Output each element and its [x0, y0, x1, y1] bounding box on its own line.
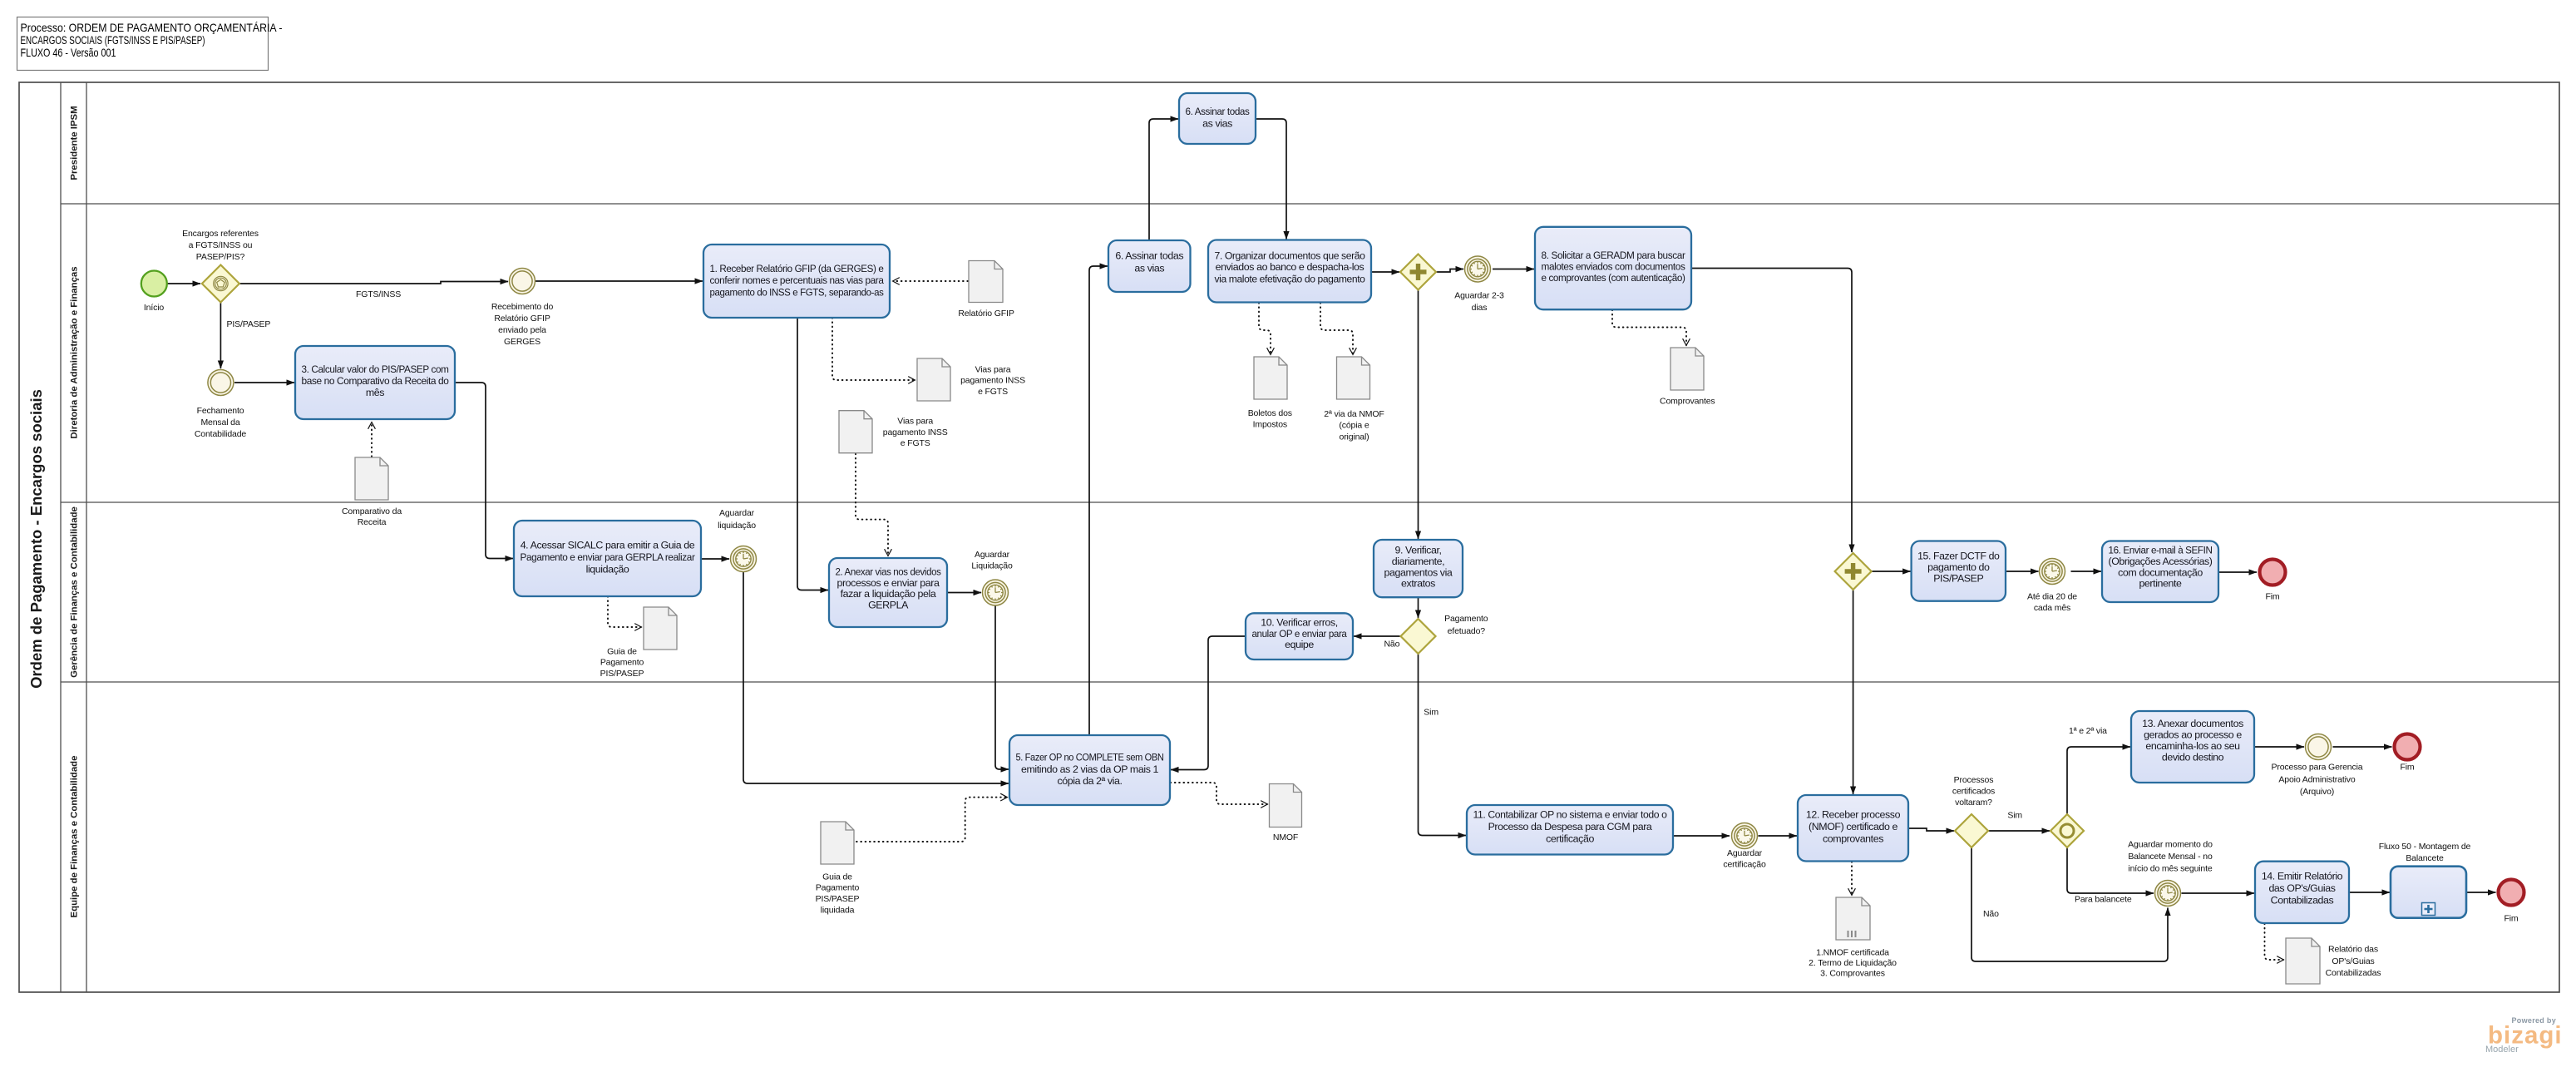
svg-text:Fim: Fim — [2265, 591, 2279, 601]
svg-text:NMOF: NMOF — [1273, 832, 1298, 842]
svg-text:10. Verificar erros,anular OP: 10. Verificar erros,anular OP e enviar p… — [1252, 617, 1347, 651]
svg-text:Modeler: Modeler — [2485, 1045, 2519, 1055]
svg-text:4. Acessar SICALC para emitir: 4. Acessar SICALC para emitir a Guia deP… — [521, 540, 695, 576]
svg-text:1ª e 2ª via: 1ª e 2ª via — [2069, 726, 2107, 736]
svg-text:Sim: Sim — [2007, 810, 2022, 820]
svg-text:Início: Início — [144, 303, 165, 313]
svg-text:Ordem de Pagamento - Encargos: Ordem de Pagamento - Encargos sociais — [27, 389, 45, 689]
svg-text:Fim: Fim — [2400, 763, 2414, 773]
svg-text:Não: Não — [1384, 640, 1400, 650]
svg-text:Para balancete: Para balancete — [2075, 895, 2132, 905]
svg-text:1. Receber Relatório GFIP (da: 1. Receber Relatório GFIP (da GERGES) ec… — [710, 263, 884, 299]
svg-text:7. Organizar documentos que se: 7. Organizar documentos que serãoenviado… — [1215, 250, 1365, 285]
svg-text:Sim: Sim — [1424, 708, 1439, 718]
svg-text:Powered by: Powered by — [2511, 1016, 2556, 1025]
svg-text:FGTS/INSS: FGTS/INSS — [356, 289, 401, 299]
svg-text:5. Fazer OP no COMPLETE sem OB: 5. Fazer OP no COMPLETE sem OBNemitindo … — [1016, 752, 1164, 788]
svg-text:Equipe de Finanças e Contabil: Equipe de Finanças e Contabilidade — [70, 756, 80, 918]
svg-text:12. Receber processo(NMOF) cer: 12. Receber processo(NMOF) certificado e… — [1806, 809, 1901, 845]
svg-text:8. Solicitar a GERADM para bus: 8. Solicitar a GERADM para buscarmalotes… — [1542, 249, 1685, 284]
svg-text:Comprovantes: Comprovantes — [1660, 397, 1715, 407]
svg-text:PIS/PASEP: PIS/PASEP — [227, 319, 271, 329]
svg-text:11. Contabilizar OP no sistema: 11. Contabilizar OP no sistema e enviar … — [1473, 809, 1667, 845]
svg-text:Diretoria de Administração e F: Diretoria de Administração e Finanças — [70, 266, 80, 438]
svg-text:bizagi: bizagi — [2488, 1022, 2563, 1050]
svg-text:9. Verificar,diariamente,pagam: 9. Verificar,diariamente,pagamentos viae… — [1384, 545, 1453, 590]
svg-text:Fim: Fim — [2504, 914, 2518, 924]
svg-text:Processo: ORDEM DE PAGAMENTO: Processo: ORDEM DE PAGAMENTO ORÇAMENTÁRI… — [21, 21, 283, 59]
svg-text:Presidente IPSM: Presidente IPSM — [70, 106, 80, 180]
svg-text:Não: Não — [1983, 909, 1999, 919]
svg-text:16. Enviar e-mail à SEFIN(Obri: 16. Enviar e-mail à SEFIN(Obrigações Ace… — [2109, 545, 2213, 590]
svg-text:Gerência de Finanças e Contabi: Gerência de Finanças e Contabilidade — [70, 506, 80, 678]
svg-text:Relatório GFIP: Relatório GFIP — [958, 309, 1014, 319]
